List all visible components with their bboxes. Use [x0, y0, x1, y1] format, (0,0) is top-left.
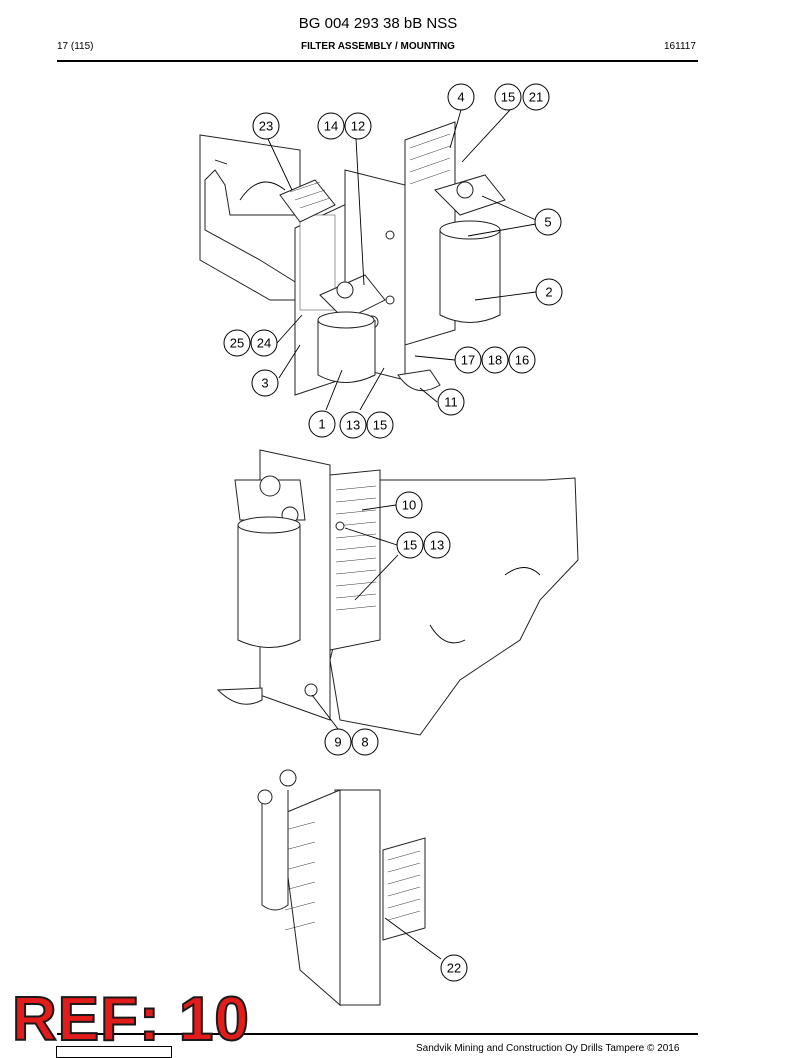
callout-10: 10	[395, 491, 423, 519]
svg-text:10: 10	[402, 498, 416, 513]
callout-13: 13	[339, 411, 367, 439]
callout-2: 2	[535, 278, 563, 306]
svg-text:24: 24	[257, 336, 271, 351]
bolt-15-13	[335, 521, 345, 531]
callout-4: 4	[447, 83, 475, 111]
svg-text:25: 25	[230, 336, 244, 351]
callout-22: 22	[440, 954, 468, 982]
svg-text:17: 17	[461, 353, 475, 368]
svg-text:15: 15	[501, 90, 515, 105]
callout-5: 5	[534, 208, 562, 236]
svg-text:13: 13	[346, 418, 360, 433]
callout-24: 24	[250, 329, 278, 357]
frame-bracket-top	[199, 134, 301, 301]
svg-text:23: 23	[259, 119, 273, 134]
svg-text:4: 4	[457, 90, 464, 105]
svg-text:2: 2	[545, 285, 552, 300]
leader-lines-middle	[311, 504, 399, 730]
bolt-9	[304, 683, 318, 697]
callout-1: 1	[308, 410, 336, 438]
svg-text:15: 15	[373, 418, 387, 433]
document-number: BG 004 293 38 bB NSS	[298, 15, 458, 32]
clamp-11	[397, 369, 441, 392]
svg-text:11: 11	[444, 395, 458, 410]
callout-16: 16	[508, 346, 536, 374]
callout-14: 14	[317, 112, 345, 140]
page-number: 17 (115)	[57, 41, 94, 52]
svg-text:1: 1	[318, 417, 325, 432]
svg-text:21: 21	[529, 90, 543, 105]
section-title: FILTER ASSEMBLY / MOUNTING	[301, 41, 455, 52]
callout-13-middle: 13	[423, 531, 451, 559]
svg-text:15: 15	[403, 538, 417, 553]
mounting-plate-bottom	[279, 789, 381, 1007]
callout-9: 9	[324, 728, 352, 756]
svg-text:9: 9	[334, 735, 341, 750]
callout-21: 21	[522, 83, 550, 111]
svg-text:3: 3	[261, 376, 268, 391]
callout-23: 23	[252, 112, 280, 140]
callout-15: 15	[494, 83, 522, 111]
callout-18: 18	[481, 346, 509, 374]
svg-text:16: 16	[515, 353, 529, 368]
filter-canister-2	[439, 220, 501, 323]
svg-text:13: 13	[430, 538, 444, 553]
mesh-guard-22	[382, 837, 426, 941]
leader-lines-top	[267, 109, 537, 411]
filter-head-middle	[234, 475, 306, 524]
callout-17: 17	[454, 346, 482, 374]
callout-12: 12	[344, 112, 372, 140]
filter-canister-middle	[237, 516, 301, 648]
mesh-guard-23	[279, 179, 336, 223]
callout-11: 11	[437, 388, 465, 416]
callout-15-middle: 15	[396, 531, 424, 559]
header-rule	[57, 60, 698, 62]
callout-25: 25	[223, 329, 251, 357]
svg-text:18: 18	[488, 353, 502, 368]
svg-text:5: 5	[544, 215, 551, 230]
ref-stamp: REF: 10	[11, 984, 250, 1055]
leader-lines-bottom	[384, 917, 442, 960]
svg-text:14: 14	[324, 119, 338, 134]
clamp-middle	[216, 687, 263, 705]
frame-bracket-middle	[329, 477, 579, 736]
filter-canister-bottom	[257, 769, 297, 911]
callout-15-lower: 15	[366, 411, 394, 439]
svg-text:22: 22	[447, 961, 461, 976]
date-code: 161117	[664, 41, 696, 52]
svg-text:12: 12	[351, 119, 365, 134]
svg-text:8: 8	[361, 735, 368, 750]
callout-8: 8	[351, 728, 379, 756]
callout-3: 3	[251, 369, 279, 397]
filter-canister-1	[317, 311, 376, 383]
copyright-text: Sandvik Mining and Construction Oy Drill…	[416, 1043, 680, 1054]
footer-rule	[57, 1033, 698, 1035]
